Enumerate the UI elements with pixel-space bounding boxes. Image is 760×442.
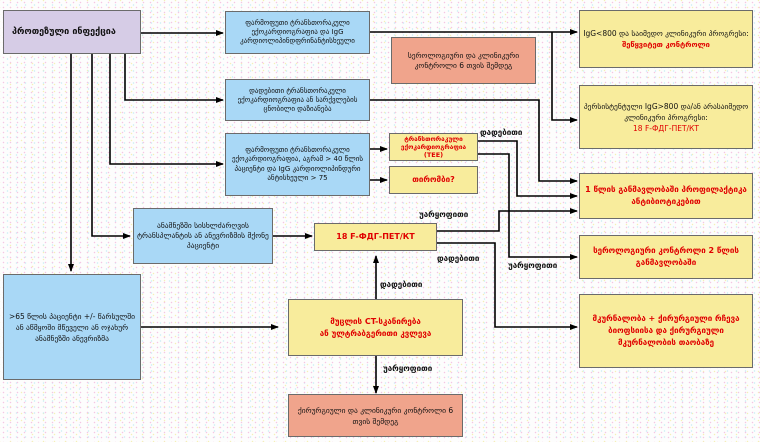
graft-aneurysm-patient-box: ანამნეზში სისხლძარღვის ტრანსპლანტის ან ა…	[133, 208, 273, 264]
tee-box: ტრანსთორაკული ექოკარდიოგრაფია (TEE)	[389, 133, 478, 161]
elderly-smoker-text: >65 წლის პაციენტი +/- წარსულში ან აწმყოშ…	[8, 311, 136, 343]
positive-tte-box: დადებითი ტრანსთორაკული ექოკარდიოგრაფია ა…	[225, 79, 370, 121]
persistent-igg-outcome-highlight: 18 F-ФДГ-ПЕТ/КТ	[633, 123, 699, 133]
arrow-pet-negative-to-antibiotic	[437, 208, 578, 232]
serology-6-months-box: სეროლოგიური და კლინიკური კონტროლი 6 თვის…	[391, 37, 536, 84]
pet-ct-text: 18 F-ФДГ-ПЕТ/КТ	[336, 232, 415, 241]
negative-tte-age-box: ფარმოფუთი ტრანსთორაკული ექოკარდიოგრაფია,…	[225, 133, 370, 196]
serology-6-months-text: სეროლოგიური და კლინიკური კონტროლი 6 თვის…	[407, 50, 520, 70]
arrow-start-to-branch3	[109, 53, 224, 167]
arrow-pet-positive-to-surgery	[437, 242, 578, 330]
graft-aneurysm-patient-text: ანამნეზში სისხლძარღვის ტრანსპლანტის ან ა…	[137, 221, 269, 250]
arrow-branch1-to-outcome-persistent	[551, 32, 578, 123]
arrow-start-to-branch4	[91, 53, 131, 239]
arrow-tee-negative-to-serology2y	[478, 153, 578, 260]
label-ct-negative: უარყოფითი	[383, 364, 433, 373]
arrow-start-to-branch2	[124, 53, 224, 103]
abdominal-ct-line1: მუცლის CT-სკანირება	[330, 316, 421, 326]
clinical-control-6-months-box: ქირურგიული და კლინიკური კონტროლი 6 თვის …	[288, 394, 463, 437]
label-tee-negative: უარყოფითი	[508, 261, 558, 270]
label-tee-positive: დადებითი	[480, 128, 523, 137]
positive-tte-text: დადებითი ტრანსთორაკული ექოკარდიოგრაფია ა…	[237, 86, 358, 113]
negative-tte-age-text: ფარმოფუთი ტრანსთორაკული ექოკარდიოგრაფია,…	[231, 145, 363, 183]
serology-2-years-text: სეროლოგიური კონტროლი 2 წლის განმავლობაში	[593, 246, 739, 267]
stop-control-outcome-box: IgG<800 და საიმედო კლინიკური პროგრესი: შ…	[579, 10, 753, 68]
abdominal-ct-line2: ან ულტრაბგერითი კვლევა	[319, 328, 432, 338]
negative-tte-igg-box: ფარმოფუთი ტრანსთორაკული ექოკარდიოგრაფია …	[225, 11, 370, 54]
tee-text: ტრანსთორაკული ექოკარდიოგრაფია (TEE)	[400, 135, 467, 159]
persistent-igg-outcome-text: პერსისტენტული IgG>800 და/ან არასაიმედო კ…	[583, 101, 749, 122]
antibiotic-prophylaxis-text: 1 წლის განმავლობაში პროფილაქტიკა ანტიბიო…	[585, 185, 747, 206]
label-pet-negative: უარყოფითი	[419, 210, 469, 219]
treatment-surgery-text: მკურნალობა + ქირურგიული რჩევა ბიოფსიისა …	[592, 314, 740, 347]
treatment-surgery-box: მკურნალობა + ქირურგიული რჩევა ბიოფსიისა …	[579, 294, 753, 368]
prosthetic-infection-text: პროთეზული ინფექცია	[12, 27, 116, 37]
label-ct-positive: დადებითი	[380, 280, 423, 289]
elderly-smoker-box: >65 წლის პაციენტი +/- წარსულში ან აწმყოშ…	[3, 274, 141, 380]
prosthetic-infection-box: პროთეზული ინფექცია	[3, 10, 141, 54]
pet-ct-box: 18 F-ФДГ-ПЕТ/КТ	[314, 223, 437, 251]
stop-control-outcome-highlight: შეწყვიტეთ კონტროლი	[622, 40, 710, 49]
label-pet-positive: დადებითი	[437, 254, 480, 263]
thrombus-question-text: თირომბი?	[412, 175, 455, 184]
thrombus-question-box: თირომბი?	[389, 166, 478, 194]
serology-2-years-box: სეროლოგიური კონტროლი 2 წლის განმავლობაში	[579, 235, 753, 279]
persistent-igg-outcome-box: პერსისტენტული IgG>800 და/ან არასაიმედო კ…	[579, 85, 753, 149]
abdominal-ct-box: მუცლის CT-სკანირება ან ულტრაბგერითი კვლე…	[288, 299, 463, 356]
arrow-branch2-to-antibiotic	[370, 99, 578, 184]
antibiotic-prophylaxis-box: 1 წლის განმავლობაში პროფილაქტიკა ანტიბიო…	[579, 173, 753, 219]
arrow-tee-positive-to-antibiotic	[478, 140, 578, 199]
negative-tte-igg-text: ფარმოფუთი ტრანსთორაკული ექოკარდიოგრაფია …	[240, 19, 355, 45]
stop-control-outcome-text: IgG<800 და საიმედო კლინიკური პროგრესი:	[583, 29, 749, 38]
clinical-control-6-months-text: ქირურგიული და კლინიკური კონტროლი 6 თვის …	[297, 405, 454, 426]
